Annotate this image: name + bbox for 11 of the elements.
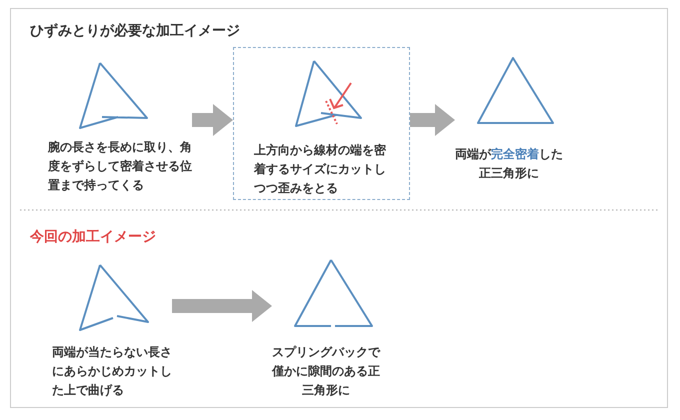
step-description: 腕の長さを長めに取り、角度をずらして密着させる位置まで持ってくる	[48, 139, 192, 194]
block-arrow	[410, 104, 455, 136]
step-description: 両端が当たらない長さにあらかじめカットした上で曲げる	[52, 344, 172, 399]
dashed-frame	[233, 47, 410, 200]
block-arrow	[172, 290, 272, 322]
step-description: スプリングバックで僅かに隙間のある正三角形に	[272, 344, 380, 399]
heading: ひずみとりが必要な加工イメージ	[30, 22, 240, 40]
step-description: 両端が完全密着した正三角形に	[455, 146, 563, 182]
step-description: 上方向から線材の端を密着するサイズにカットしつつ歪みをとる	[254, 142, 386, 197]
section-heading: 今回の加工イメージ	[30, 228, 156, 246]
block-arrow	[192, 104, 233, 136]
